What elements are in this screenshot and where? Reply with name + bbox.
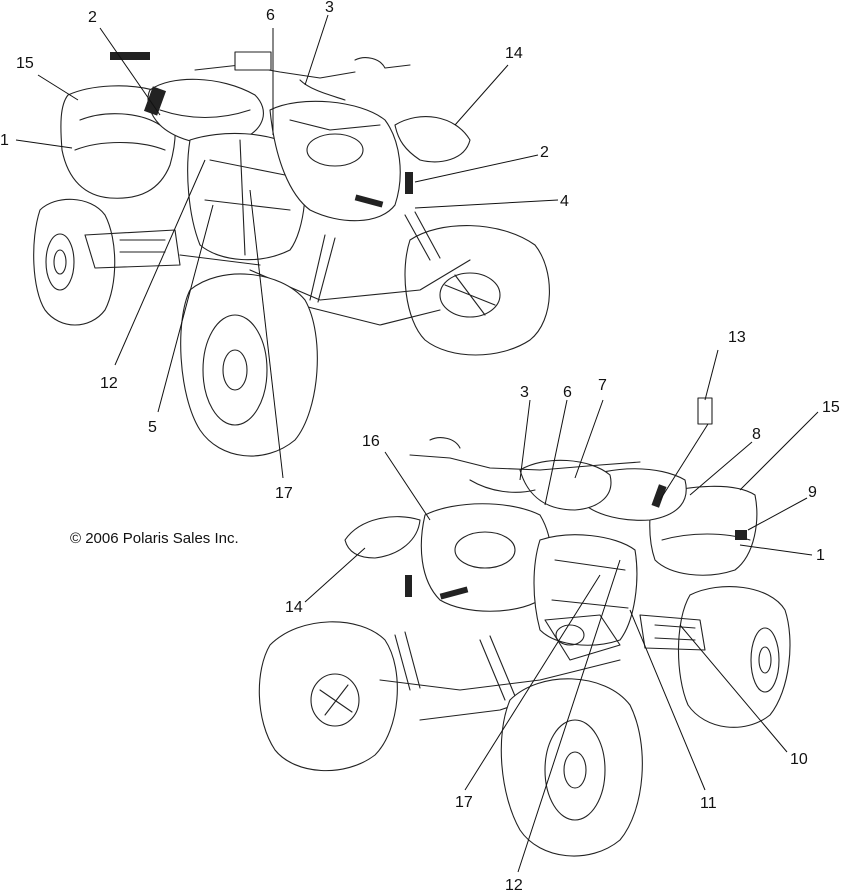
callout-10: 10 — [790, 751, 808, 768]
leader-lines-bottom — [304, 349, 819, 873]
callout-8: 8 — [752, 426, 761, 443]
callout-7: 7 — [598, 377, 607, 394]
callout-3: 3 — [325, 0, 334, 16]
copyright-notice: © 2006 Polaris Sales Inc. — [70, 530, 239, 547]
callout-15: 15 — [16, 55, 34, 72]
callout-9: 9 — [808, 484, 817, 501]
callout-11: 11 — [700, 795, 717, 812]
callout-15: 15 — [822, 399, 840, 416]
callout-14: 14 — [505, 45, 523, 62]
callouts-top: 15 2 6 3 14 1 2 4 12 5 17 — [0, 0, 569, 502]
callout-14: 14 — [285, 599, 303, 616]
callout-1: 1 — [816, 547, 825, 564]
callout-3: 3 — [520, 384, 529, 401]
callout-13: 13 — [728, 329, 746, 346]
leader-lines-top — [15, 14, 559, 479]
callout-12: 12 — [505, 877, 523, 893]
callout-16: 16 — [362, 433, 380, 450]
callout-17: 17 — [275, 485, 293, 502]
callout-4: 4 — [560, 193, 569, 210]
callout-5: 5 — [148, 419, 157, 436]
callout-2: 2 — [88, 9, 97, 26]
atv-top-illustration — [33, 51, 550, 457]
callout-2: 2 — [540, 144, 549, 161]
callout-17: 17 — [455, 794, 473, 811]
atv-bottom-illustration — [258, 397, 791, 857]
callout-12: 12 — [100, 375, 118, 392]
callouts-bottom: 13 3 6 7 15 8 16 9 1 14 10 17 11 12 — [285, 329, 840, 893]
callout-6: 6 — [563, 384, 572, 401]
callout-6: 6 — [266, 7, 275, 24]
callout-1: 1 — [0, 132, 9, 149]
